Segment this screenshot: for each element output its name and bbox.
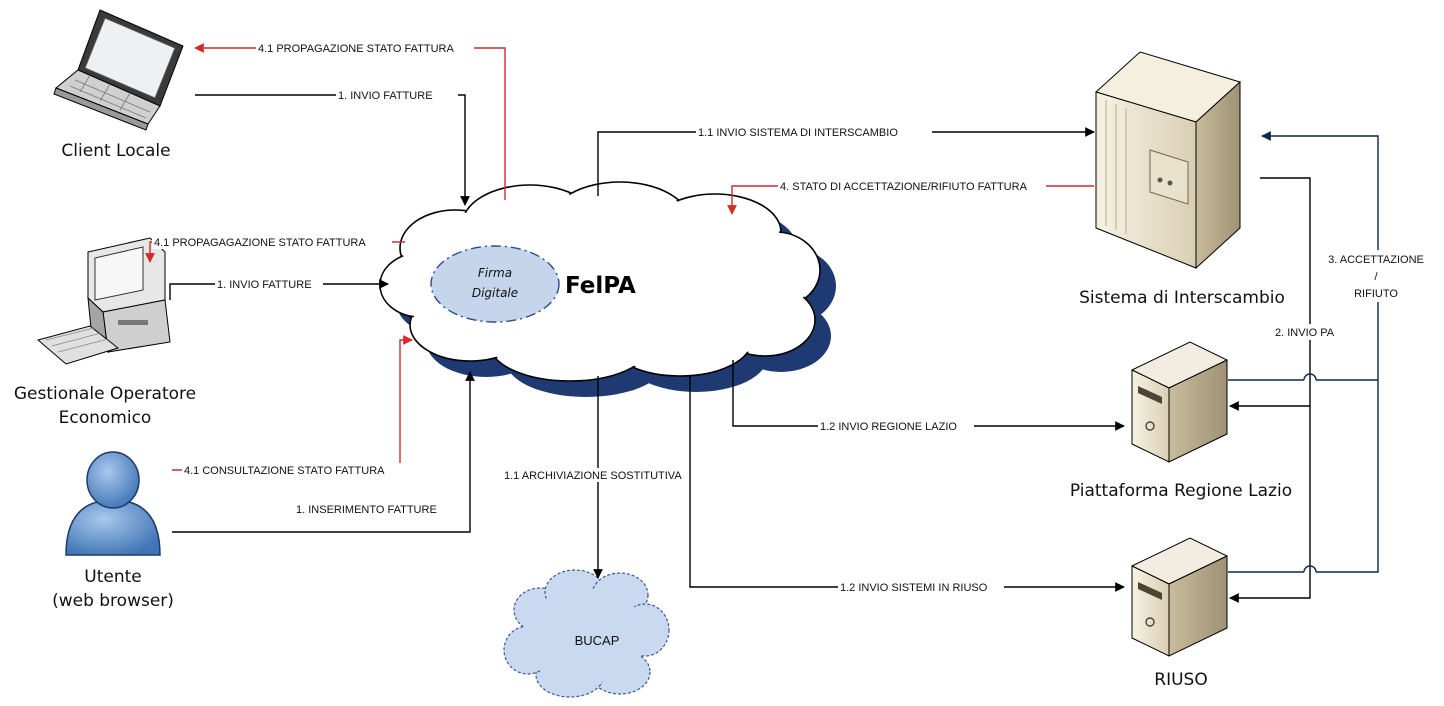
gestionale-label-line1: Gestionale Operatore xyxy=(14,384,196,404)
edge-label-invio-gest: 1. INVIO FATTURE xyxy=(217,279,312,291)
utente: Utente (web browser) xyxy=(52,451,174,611)
edge-label-invio-client: 1. INVIO FATTURE xyxy=(338,90,433,102)
edge-invio-sdi: 1.1 INVIO SISTEMA DI INTERSCAMBIO xyxy=(597,125,1095,196)
client-locale-label: Client Locale xyxy=(61,141,170,161)
edge-label-accettazione-line2: / xyxy=(1374,271,1378,283)
edge-label-archiviazione: 1.1 ARCHIVIAZIONE SOSTITUTIVA xyxy=(504,470,682,482)
gestionale-label-line2: Economico xyxy=(59,408,152,428)
edge-invio-riuso: 1.2 INVIO SISTEMI IN RIUSO xyxy=(689,376,1125,594)
edge-accettazione: 3. ACCETTAZIONE / RIFIUTO xyxy=(1228,131,1430,573)
client-locale: Client Locale xyxy=(53,9,184,161)
tower-server-icon xyxy=(1095,51,1241,270)
bucap-label: BUCAP xyxy=(575,633,620,648)
edge-invio-regione: 1.2 INVIO REGIONE LAZIO xyxy=(732,360,1125,433)
edge-label-invio-pa: 2. INVIO PA xyxy=(1275,327,1335,339)
utente-label-line1: Utente xyxy=(84,567,141,587)
firma-digitale: Firma Digitale xyxy=(430,245,560,323)
edge-stato-sdi: 4. STATO DI ACCETTAZIONE/RIFIUTO FATTURA xyxy=(727,179,1094,215)
utente-label-line2: (web browser) xyxy=(52,591,174,611)
edge-label-inserimento: 1. INSERIMENTO FATTURE xyxy=(296,504,437,516)
server-icon xyxy=(1130,537,1229,657)
edge-label-invio-sdi: 1.1 INVIO SISTEMA DI INTERSCAMBIO xyxy=(698,127,898,139)
edge-propagazione-gest: 4.1 PROPAGAGAZIONE STATO FATTURA xyxy=(145,235,405,263)
firma-label-line2: Digitale xyxy=(472,286,518,300)
edge-label-invio-riuso: 1.2 INVIO SISTEMI IN RIUSO xyxy=(840,582,988,594)
edge-label-prop-client: 4.1 PROPAGAZIONE STATO FATTURA xyxy=(258,43,454,55)
felpa-cloud: Firma Digitale FelPA xyxy=(379,181,836,397)
bucap-cloud: BUCAP xyxy=(503,569,670,698)
edge-invio-pa: 2. INVIO PA xyxy=(1229,177,1348,603)
piattaforma-regione-lazio: Piattaforma Regione Lazio xyxy=(1070,341,1292,501)
desktop-computer-icon xyxy=(36,237,171,365)
server-icon xyxy=(1130,341,1229,463)
edge-invio-client: 1. INVIO FATTURE xyxy=(195,88,470,206)
gestionale-operatore: Gestionale Operatore Economico xyxy=(14,237,196,428)
edge-inserimento: 1. INSERIMENTO FATTURE xyxy=(172,371,475,533)
edge-propagazione-client: 4.1 PROPAGAZIONE STATO FATTURA xyxy=(194,41,506,200)
edge-invio-gest: 1. INVIO FATTURE xyxy=(169,277,389,300)
felpa-label: FelPA xyxy=(565,273,636,299)
edge-label-invio-regione: 1.2 INVIO REGIONE LAZIO xyxy=(820,421,957,433)
edge-label-accettazione-line3: RIFIUTO xyxy=(1354,288,1398,300)
riuso: RIUSO xyxy=(1130,537,1229,690)
edge-label-consult: 4.1 CONSULTAZIONE STATO FATTURA xyxy=(184,465,385,477)
sdi-label: Sistema di Interscambio xyxy=(1079,288,1285,308)
firma-label-line1: Firma xyxy=(478,266,512,280)
edge-archiviazione: 1.1 ARCHIVIAZIONE SOSTITUTIVA xyxy=(502,376,698,579)
user-icon xyxy=(65,451,161,556)
edge-label-prop-gest: 4.1 PROPAGAGAZIONE STATO FATTURA xyxy=(154,237,366,249)
cloud-icon xyxy=(379,181,836,397)
edge-label-stato-sdi: 4. STATO DI ACCETTAZIONE/RIFIUTO FATTURA xyxy=(780,181,1028,193)
riuso-label: RIUSO xyxy=(1154,670,1207,690)
edge-consultazione: 4.1 CONSULTAZIONE STATO FATTURA xyxy=(172,335,413,477)
edge-label-accettazione-line1: 3. ACCETTAZIONE xyxy=(1328,254,1424,266)
laptop-icon xyxy=(53,9,184,131)
regione-label: Piattaforma Regione Lazio xyxy=(1070,481,1292,501)
sistema-di-interscambio: Sistema di Interscambio xyxy=(1079,51,1285,308)
